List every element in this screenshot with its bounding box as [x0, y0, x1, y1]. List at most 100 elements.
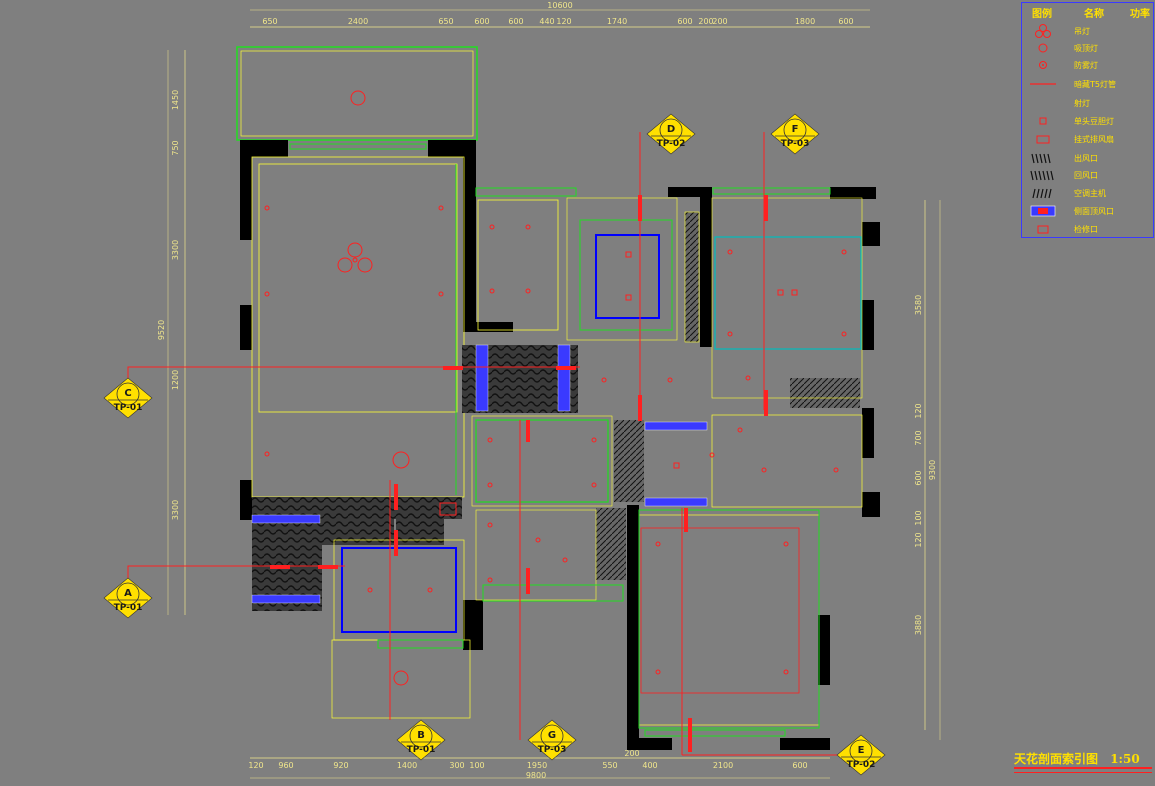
- return-vent-icon: [1030, 170, 1054, 181]
- dim-right-item: 600: [914, 470, 923, 485]
- section-tag-letter: D: [667, 124, 675, 135]
- dim-bottom-item: 120: [248, 761, 263, 770]
- section-tag-G[interactable]: G TP-03: [527, 719, 577, 761]
- section-tag-F[interactable]: F TP-03: [770, 113, 820, 155]
- dim-top-item: 650: [262, 17, 277, 26]
- spotlight-icon: [1022, 95, 1064, 112]
- dim-right-item: 700: [914, 430, 923, 445]
- dim-bottom-item: 600: [792, 761, 807, 770]
- legend-item: 吸顶灯: [1022, 40, 1153, 57]
- dim-bottom-total: 9800: [526, 771, 546, 780]
- legend-table: 图例 名称 功率 吊灯 吸顶灯 防雾灯 暗藏T5灯管 射灯 单头豆胆灯 挂式排风…: [1021, 2, 1154, 238]
- legend-item: 吊灯: [1022, 23, 1153, 40]
- dim-top-item: 600: [838, 17, 853, 26]
- legend-item-name: 暗藏T5灯管: [1074, 80, 1116, 89]
- dim-top-item: 200: [698, 17, 713, 26]
- section-tag-letter: E: [858, 745, 865, 756]
- drawing-title: 天花剖面索引图 1:50: [1014, 750, 1152, 773]
- legend-item-name: 侧面顶风口: [1074, 207, 1114, 216]
- dimension-left: 1450 750 3300 9520 1200 3300: [157, 50, 186, 615]
- section-tag-letter: G: [548, 730, 556, 741]
- dim-bottom-item: 300: [449, 761, 464, 770]
- legend-item: 空调主机: [1022, 185, 1153, 202]
- section-tag-code: TP-01: [407, 745, 436, 755]
- section-tag-code: TP-03: [781, 139, 810, 149]
- corridor-ceiling: [471, 344, 863, 508]
- section-tag-E[interactable]: E TP-02: [836, 734, 886, 776]
- access-hatch-icon: [1037, 225, 1049, 234]
- section-cut-marks: [270, 195, 768, 752]
- dim-bottom-item: 100: [469, 761, 484, 770]
- section-tag-code: TP-02: [657, 139, 686, 149]
- dim-top-item: 120: [556, 17, 571, 26]
- dim-bottom-item: 1950: [527, 761, 547, 770]
- section-tag-code: TP-03: [538, 745, 567, 755]
- dining-room-ceiling: [251, 502, 624, 719]
- legend-item-name: 挂式排风扇: [1074, 135, 1114, 144]
- dim-bottom-item: 200: [624, 749, 639, 758]
- legend-item: 暗藏T5灯管: [1022, 76, 1153, 93]
- section-tag-letter: F: [792, 124, 799, 135]
- legend-item-name: 防雾灯: [1074, 61, 1098, 70]
- section-tag-C[interactable]: C TP-01: [103, 377, 153, 419]
- dim-left-item: 3300: [171, 500, 180, 520]
- dim-right-item: 100: [914, 510, 923, 525]
- dim-top-item: 1800: [795, 17, 815, 26]
- legend-item: 回风口: [1022, 167, 1153, 184]
- dim-top-item: 200: [712, 17, 727, 26]
- legend-item-name: 检修口: [1074, 225, 1098, 234]
- title-underline: [1014, 767, 1152, 773]
- legend-header-name: 名称: [1084, 9, 1104, 20]
- section-tag-code: TP-01: [114, 403, 143, 413]
- legend-item-name: 吸顶灯: [1074, 44, 1098, 53]
- legend-item-name: 出风口: [1074, 154, 1098, 163]
- led-strip-icon: [1030, 83, 1056, 85]
- legend-item: 挂式排风扇: [1022, 131, 1153, 148]
- dim-bottom-item: 1400: [397, 761, 417, 770]
- dim-top-item: 600: [508, 17, 523, 26]
- dim-right-item: 3580: [914, 295, 923, 315]
- exhaust-fan-icon: [1036, 135, 1050, 144]
- dimension-right: 3580 120 700 600 100 9300 120 3880: [914, 200, 941, 740]
- master-bedroom-ceiling: [711, 187, 863, 399]
- dim-right-item: 3880: [914, 615, 923, 635]
- section-tag-B[interactable]: B TP-01: [396, 719, 446, 761]
- dim-top-item: 650: [438, 17, 453, 26]
- drawing-scale: 1:50: [1110, 752, 1140, 766]
- legend-item: 侧面顶风口: [1022, 203, 1153, 220]
- dim-right-item: 120: [914, 403, 923, 418]
- section-tag-letter: C: [124, 388, 131, 399]
- dim-bottom-item: 2100: [713, 761, 733, 770]
- section-tag-D[interactable]: D TP-02: [646, 113, 696, 155]
- dim-top-total: 10600: [547, 1, 572, 10]
- second-bedroom-ceiling: [638, 509, 820, 737]
- legend-header-symbol: 图例: [1032, 9, 1052, 20]
- louver-vent-icon: [1030, 205, 1056, 217]
- dim-bottom-item: 400: [642, 761, 657, 770]
- dim-bottom-item: 550: [602, 761, 617, 770]
- legend-item-name: 空调主机: [1074, 189, 1106, 198]
- dim-bottom-item: 920: [333, 761, 348, 770]
- dim-top-item: 1740: [607, 17, 627, 26]
- dim-top-item: 2400: [348, 17, 368, 26]
- dimension-bottom: 120 960 920 1400 300 100 1950 550 200 40…: [248, 749, 830, 780]
- ceiling-light-icon: [1038, 43, 1048, 53]
- drawing-title-text: 天花剖面索引图: [1014, 752, 1099, 766]
- section-tag-code: TP-02: [847, 760, 876, 770]
- living-room-ceiling: [251, 143, 465, 498]
- section-lines: [127, 132, 862, 756]
- dim-left-item: 3300: [171, 240, 180, 260]
- downlight-icon: [1039, 117, 1047, 125]
- section-tag-letter: A: [124, 588, 132, 599]
- dim-bottom-item: 960: [278, 761, 293, 770]
- dim-left-item: 9520: [157, 320, 166, 340]
- dim-right-item: 120: [914, 532, 923, 547]
- legend-header-power: 功率: [1130, 9, 1150, 20]
- floor-texture-zones: [252, 345, 860, 611]
- legend-item: 防雾灯: [1022, 57, 1153, 74]
- section-tag-A[interactable]: A TP-01: [103, 577, 153, 619]
- dim-top-item: 600: [474, 17, 489, 26]
- legend-item: 射灯: [1022, 95, 1153, 112]
- legend-item-name: 吊灯: [1074, 27, 1090, 36]
